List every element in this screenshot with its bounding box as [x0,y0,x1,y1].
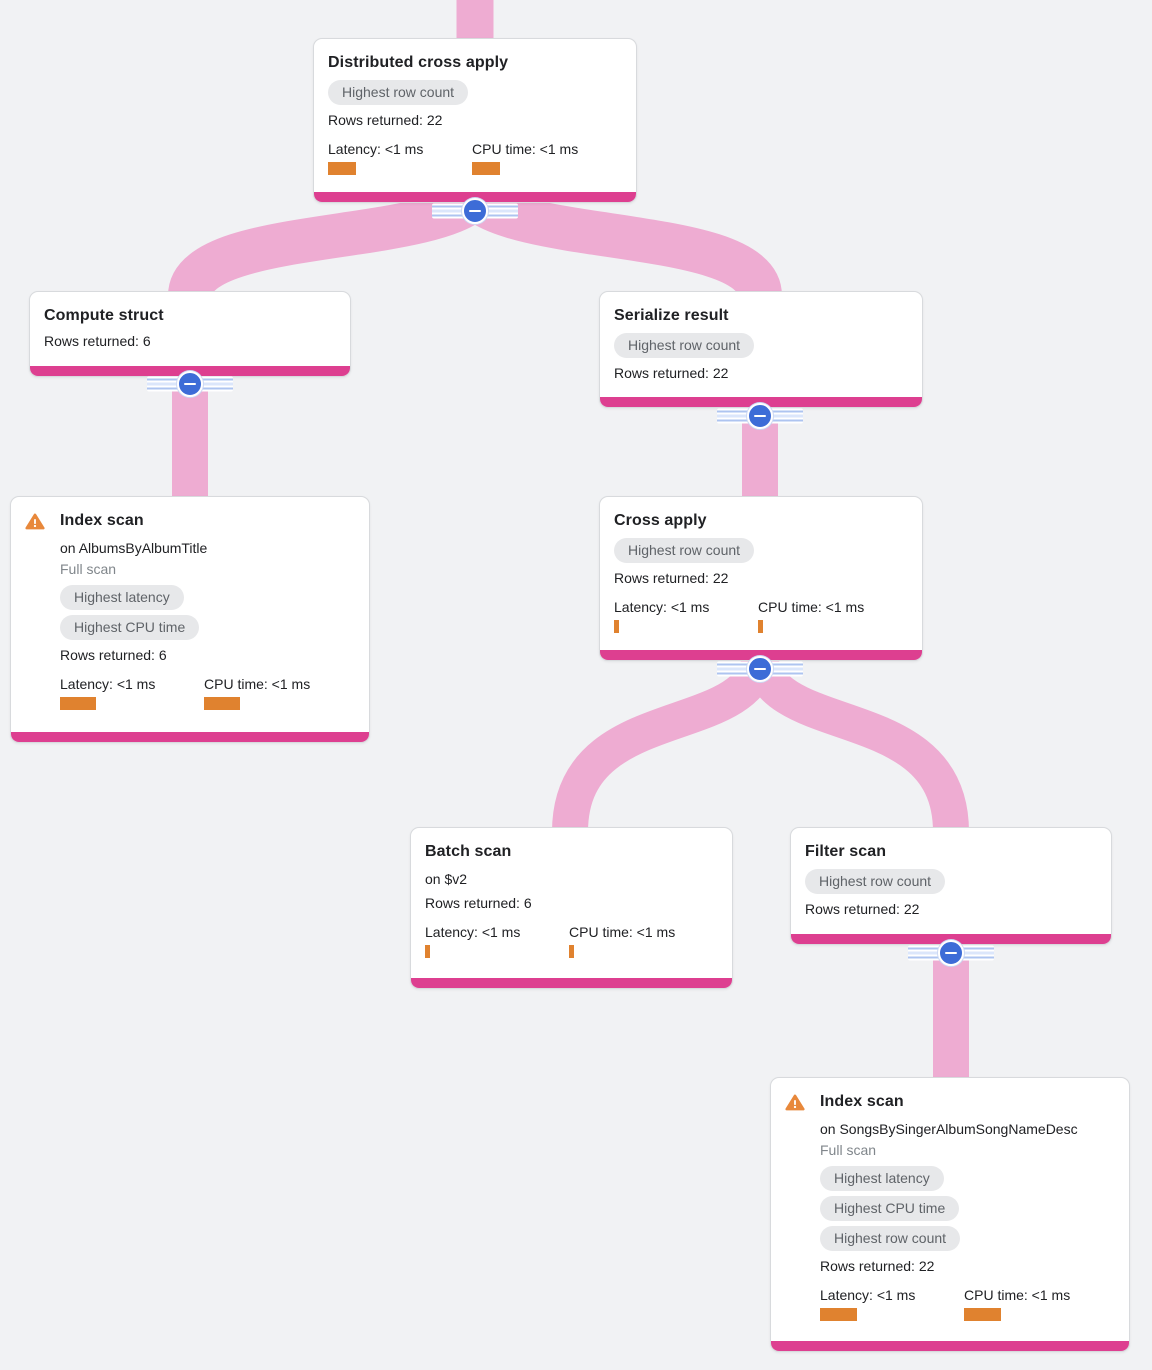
badge-highest-cpu-time: Highest CPU time [820,1196,960,1221]
badge-highest-cpu-time: Highest CPU time [60,615,200,640]
node-bottom-accent [411,978,732,988]
latency-bar [60,697,96,710]
latency-label: Latency: <1 ms [425,924,521,940]
cpu-time-bar [964,1308,1001,1321]
latency-label: Latency: <1 ms [614,599,710,615]
rows-returned: Rows returned: 6 [44,333,151,349]
cpu-time-label: CPU time: <1 ms [964,1287,1071,1303]
badge-highest-row-count: Highest row count [614,333,755,358]
rows-returned: Rows returned: 22 [614,365,729,381]
plan-node-index-scan-songs[interactable]: Index scan on SongsBySingerAlbumSongName… [770,1077,1130,1352]
scan-type: Full scan [820,1142,877,1158]
node-bottom-accent [600,650,922,660]
node-title: Serialize result [614,307,729,324]
collapse-button-serialize-result[interactable] [717,403,803,429]
plan-node-compute-struct[interactable]: Compute struct Rows returned: 6 [29,291,351,377]
node-bottom-accent [771,1341,1129,1351]
node-bottom-accent [314,192,636,202]
cpu-time-label: CPU time: <1 ms [569,924,676,940]
badge-highest-row-count: Highest row count [614,538,755,563]
latency-bar [820,1308,857,1321]
scan-target: on AlbumsByAlbumTitle [60,540,208,556]
plan-node-cross-apply[interactable]: Cross apply Highest row count Rows retur… [599,496,923,661]
cpu-time-label: CPU time: <1 ms [758,599,865,615]
cpu-time-label: CPU time: <1 ms [204,676,311,692]
cpu-time-bar [204,697,240,710]
rows-returned: Rows returned: 6 [60,647,167,663]
rows-returned: Rows returned: 22 [328,112,443,128]
rows-returned: Rows returned: 6 [425,895,532,911]
latency-bar [328,162,356,175]
minus-circle-icon [747,403,773,429]
cpu-time-bar [758,620,763,633]
link-cross-apply-to-batch-scan [552,653,778,833]
badge-highest-row-count: Highest row count [328,80,469,105]
rows-returned: Rows returned: 22 [614,570,729,586]
node-title: Index scan [60,512,144,529]
collapse-button-filter-scan[interactable] [908,940,994,966]
cpu-time-bar [472,162,500,175]
plan-node-index-scan-albums[interactable]: Index scan on AlbumsByAlbumTitle Full sc… [10,496,370,743]
node-bottom-accent [600,397,922,407]
badge-highest-latency: Highest latency [60,585,184,610]
minus-circle-icon [747,656,773,682]
scan-type: Full scan [60,561,117,577]
cpu-time-bar [569,945,574,958]
latency-label: Latency: <1 ms [328,141,424,157]
node-title: Cross apply [614,512,707,529]
plan-node-filter-scan[interactable]: Filter scan Highest row count Rows retur… [790,827,1112,945]
node-title: Index scan [820,1093,904,1110]
collapse-button-cross-apply[interactable] [717,656,803,682]
node-title: Distributed cross apply [328,54,509,71]
plan-node-serialize-result[interactable]: Serialize result Highest row count Rows … [599,291,923,408]
minus-circle-icon [938,940,964,966]
plan-node-batch-scan[interactable]: Batch scan on $v2 Rows returned: 6 Laten… [410,827,733,989]
minus-circle-icon [177,371,203,397]
latency-bar [614,620,619,633]
scan-target: on SongsBySingerAlbumSongNameDesc [820,1121,1078,1137]
badge-highest-latency: Highest latency [820,1166,944,1191]
latency-label: Latency: <1 ms [60,676,156,692]
warning-triangle-icon [25,511,45,722]
rows-returned: Rows returned: 22 [820,1258,935,1274]
node-title: Compute struct [44,307,164,324]
latency-label: Latency: <1 ms [820,1287,916,1303]
badge-highest-row-count: Highest row count [820,1226,961,1251]
cpu-time-label: CPU time: <1 ms [472,141,579,157]
link-cross-apply-to-filter-scan [742,653,969,833]
node-bottom-accent [11,732,369,742]
scan-target: on $v2 [425,871,468,887]
node-title: Batch scan [425,843,512,860]
minus-circle-icon [462,198,488,224]
node-title: Filter scan [805,843,887,860]
node-bottom-accent [791,934,1111,944]
warning-triangle-icon [785,1092,805,1331]
latency-bar [425,945,430,958]
plan-node-distributed-cross-apply[interactable]: Distributed cross apply Highest row coun… [313,38,637,203]
badge-highest-row-count: Highest row count [805,869,946,894]
collapse-button-compute-struct[interactable] [147,371,233,397]
rows-returned: Rows returned: 22 [805,901,920,917]
collapse-button-distributed-cross-apply[interactable] [432,198,518,224]
